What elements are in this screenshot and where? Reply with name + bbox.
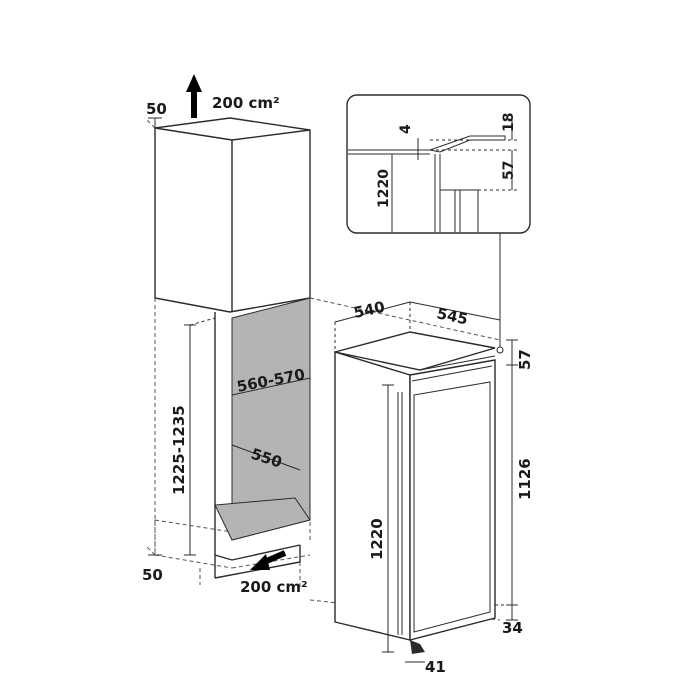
niche-width-dimension	[231, 377, 311, 396]
detail-top-offset-label: 57	[501, 161, 517, 180]
appliance-top-offset-label: 57	[516, 349, 534, 370]
top-vent-label: 200 cm²	[212, 94, 280, 112]
appliance-depth-label: 540	[352, 298, 386, 322]
niche-floor	[214, 497, 311, 541]
niche-depth-dimension	[231, 444, 301, 471]
appliance-door-height-label: 1126	[516, 458, 534, 500]
niche-height-label: 1225-1235	[170, 405, 188, 495]
niche-height-dimension	[184, 317, 216, 556]
plinth	[214, 545, 301, 579]
appliance-width-label: 545	[435, 304, 469, 328]
appliance-height-label: 1220	[368, 518, 386, 560]
detail-ceiling-offset-label: 18	[501, 113, 517, 132]
top-clearance-label: 50	[146, 100, 167, 118]
detail-height-label: 1220	[376, 169, 392, 208]
detail-gap-label: 4	[398, 124, 414, 134]
appliance-bottom-offset-label: 34	[502, 619, 523, 637]
appliance-right-dimensions	[495, 339, 518, 621]
bottom-vent-arrow-icon	[250, 550, 287, 570]
appliance-height-dimension	[382, 384, 394, 653]
detail-callout-connector	[496, 232, 504, 354]
top-clearance-dimension: 50	[146, 100, 167, 128]
bottom-clearance-label: 50	[142, 566, 163, 584]
appliance	[334, 331, 496, 654]
top-vent-arrow-icon	[186, 74, 202, 118]
detail-callout-box	[346, 94, 531, 234]
bottom-vent-label: 200 cm²	[240, 578, 308, 596]
appliance-foot-label: 41	[425, 658, 446, 676]
